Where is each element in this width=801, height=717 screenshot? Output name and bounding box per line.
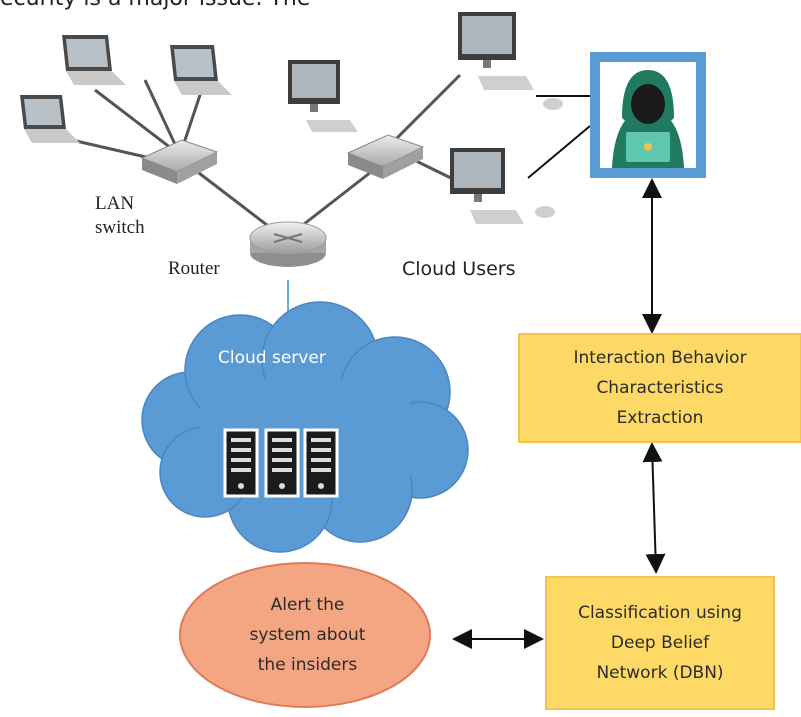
server-rack-icon [264,428,300,498]
laptop-icon [20,95,80,143]
dbn-classification-box: Classification using Deep Belief Network… [545,576,775,710]
server-rack-icon [223,428,259,498]
router-label: Router [168,258,220,279]
desktop-computer-icon [288,60,358,132]
network-switch-icon [346,134,425,179]
interaction-behavior-extraction-box: Interaction Behavior Characteristics Ext… [518,333,801,443]
network-switch-icon [140,139,219,184]
lan-switch-label: LAN switch [95,193,145,238]
header-text-fragment: ecurity is a major issue. The [0,0,310,11]
cloud-server-shape [141,301,469,553]
laptop-icon [62,35,126,85]
desktop-computer-icon [458,12,563,110]
hacker-icon [590,52,706,178]
classification-box-label: Classification using Deep Belief Network… [578,603,742,683]
desktop-computer-icon [450,148,555,224]
extraction-box-label: Interaction Behavior Characteristics Ext… [573,348,747,428]
server-rack-icon [303,428,339,498]
arrow-extraction-to-classification [642,442,666,574]
router-icon [249,221,327,267]
laptop-icon [170,45,232,95]
cloud-server-label: Cloud server [218,348,326,368]
alert-label: Alert the system about the insiders [249,595,366,675]
alert-ellipse [179,562,431,708]
cloud-users-label: Cloud Users [402,258,516,280]
hacker-link-line [527,125,591,179]
